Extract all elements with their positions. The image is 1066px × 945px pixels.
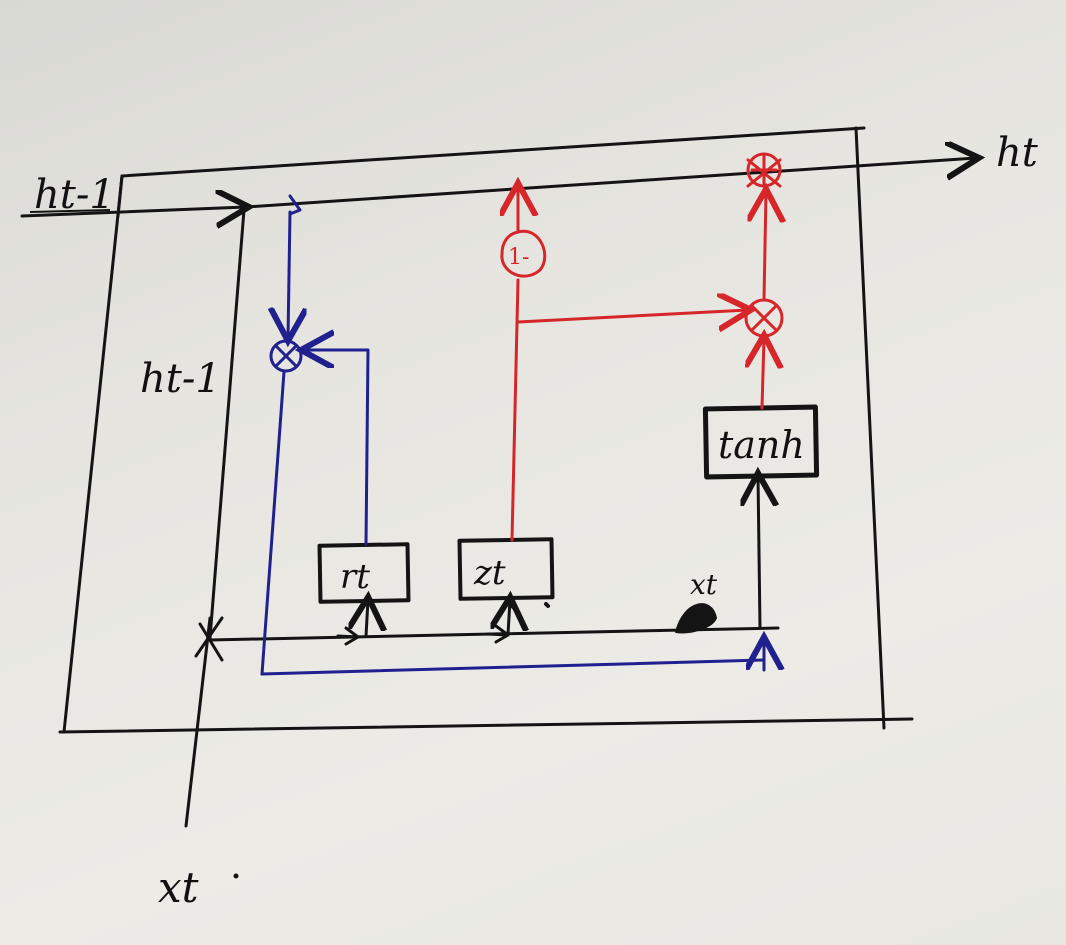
cell-bottom-edge (58, 717, 914, 734)
blue-bottom-line (260, 658, 766, 676)
one-minus-node (500, 229, 547, 278)
reset-path (260, 194, 766, 676)
xt-junction-scribble (675, 603, 717, 634)
input-line (184, 476, 780, 828)
zt-input-line (508, 600, 510, 636)
x-input-label: xt (158, 863, 199, 912)
h-prev-input-underline (29, 209, 111, 213)
cell-left-edge (62, 174, 124, 734)
x-input-vertical (184, 616, 212, 828)
update-gate-box: zt (457, 537, 555, 601)
update-multiply-x (750, 304, 778, 332)
add-node (746, 152, 782, 188)
x-input-dot (233, 873, 239, 879)
update-path (500, 152, 782, 542)
multiply-to-add (764, 192, 766, 302)
h-prev-input-line (20, 207, 246, 216)
h-prev-inner-label: ht-1 (140, 356, 221, 402)
h-prev-down-line (208, 208, 246, 640)
x-inner-label: xt (690, 568, 718, 601)
candidate-label: tanh (718, 423, 805, 467)
zt-to-multiply (516, 310, 748, 322)
blue-down-to-bottom (260, 370, 286, 676)
h-out-label: ht (996, 130, 1039, 176)
cell-right-edge (854, 126, 886, 730)
cell-top-left-tick (116, 174, 124, 218)
reset-multiply-x (274, 344, 298, 368)
tanh-to-multiply (762, 338, 764, 410)
concat-arrow-2 (486, 624, 510, 644)
blue-down-to-multiply (288, 210, 290, 338)
zt-up-line (510, 278, 520, 542)
hidden-state-line (20, 158, 976, 640)
rt-to-multiply-line (304, 350, 370, 546)
rt-input-line (366, 600, 368, 638)
zt-dots (510, 602, 550, 610)
one-minus-label: 1- (508, 245, 529, 270)
update-gate-label: zt (473, 553, 506, 593)
reset-gate-box: rt (317, 542, 411, 604)
add-node-marks (746, 154, 782, 188)
concat-arrow-1 (336, 626, 360, 646)
candidate-box: tanh (702, 404, 820, 480)
x-input-cross (194, 616, 224, 662)
cell-boundary (58, 126, 914, 734)
blue-h-branch (288, 194, 302, 216)
tanh-input-line (758, 476, 760, 630)
cell-top-edge (120, 126, 866, 178)
h-main-line (244, 158, 976, 209)
reset-gate-label: rt (340, 557, 370, 597)
